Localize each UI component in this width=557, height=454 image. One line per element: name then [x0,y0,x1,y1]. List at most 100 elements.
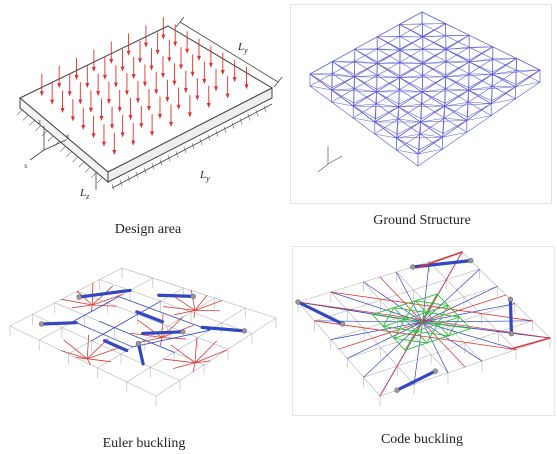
green-member [371,314,384,327]
load-arrow-head [161,34,166,40]
member [396,133,421,139]
axis-label-y: y [66,132,70,140]
member [445,46,470,62]
member [468,101,492,104]
member [420,133,443,138]
green-member [404,330,417,351]
support-node [180,329,186,335]
member [354,36,378,50]
support-hatching-left [16,109,103,183]
green-member [458,316,472,330]
load-arrow-head [195,95,200,101]
compression-member [346,321,423,359]
member [399,75,424,90]
tension-member [379,251,463,397]
member [376,63,400,79]
member [398,91,423,108]
member [515,58,541,71]
load-arrow-head [138,58,143,64]
buckling-member [102,339,129,353]
member [467,89,492,104]
member [399,11,423,25]
member [374,133,397,139]
green-member [426,335,450,344]
tension-member [194,337,198,364]
member [422,48,447,64]
dimension-tick [273,76,283,88]
member [331,101,354,119]
member [445,61,470,78]
load-arrow-head [88,107,93,113]
member [422,61,447,76]
member [399,36,424,51]
tension-member [86,347,119,360]
compression-member [99,321,175,353]
member [376,103,399,108]
member [352,105,376,123]
green-member [382,318,406,327]
member [354,75,378,77]
member [422,75,446,78]
member [445,88,469,103]
member [466,115,492,121]
load-arrow-head [112,150,117,156]
grid-line [155,317,277,397]
load-arrow-head [81,124,86,130]
green-member [371,307,395,315]
member [399,89,423,93]
member [444,117,468,121]
member [468,61,493,75]
green-member [382,307,395,327]
member [376,75,400,78]
member [354,48,378,62]
load-arrow-head [178,64,183,70]
member [376,77,400,93]
green-member [415,323,439,332]
member [445,49,470,61]
tension-member [140,337,163,343]
member [421,23,446,36]
member [398,118,421,135]
tension-member [510,337,551,350]
member [376,61,401,76]
tension-member [173,310,196,316]
axis-label-x: x [24,162,28,170]
ground-structure-panel [290,4,552,204]
load-arrow-head [113,82,118,88]
hatch-line [97,177,103,183]
hatch-line [111,183,115,191]
tension-member [163,306,196,311]
member [491,58,517,75]
member [396,137,419,155]
hatch-line [231,122,235,129]
load-arrow-head [142,81,147,87]
support-node [410,264,416,270]
design-area-figure: Ly Ly Lz z y x [16,16,283,201]
green-member [436,293,449,306]
member [420,117,445,135]
member [421,11,447,25]
compression-member [132,329,211,348]
member [490,98,516,116]
compression-member [72,296,120,322]
member [398,103,423,108]
ground-structure-figure [290,4,552,204]
euler-buckling-figure [9,267,277,407]
member [397,121,421,135]
label-lz: Lz [79,187,90,201]
member [468,101,492,116]
hatch-line [29,120,35,126]
member [399,49,424,63]
load-arrow-head [150,131,155,137]
hatch-line [247,114,251,121]
member [468,61,493,73]
slab-top-face [19,25,274,173]
hatch-line [223,126,227,133]
dimension-line-ly [179,21,279,83]
tension-member [91,304,117,307]
caption-euler-buckling: Euler buckling [102,436,186,451]
member [399,77,423,93]
hatch-line [22,114,29,121]
hatch-line [239,118,243,125]
slab-front-right-face [107,87,273,183]
